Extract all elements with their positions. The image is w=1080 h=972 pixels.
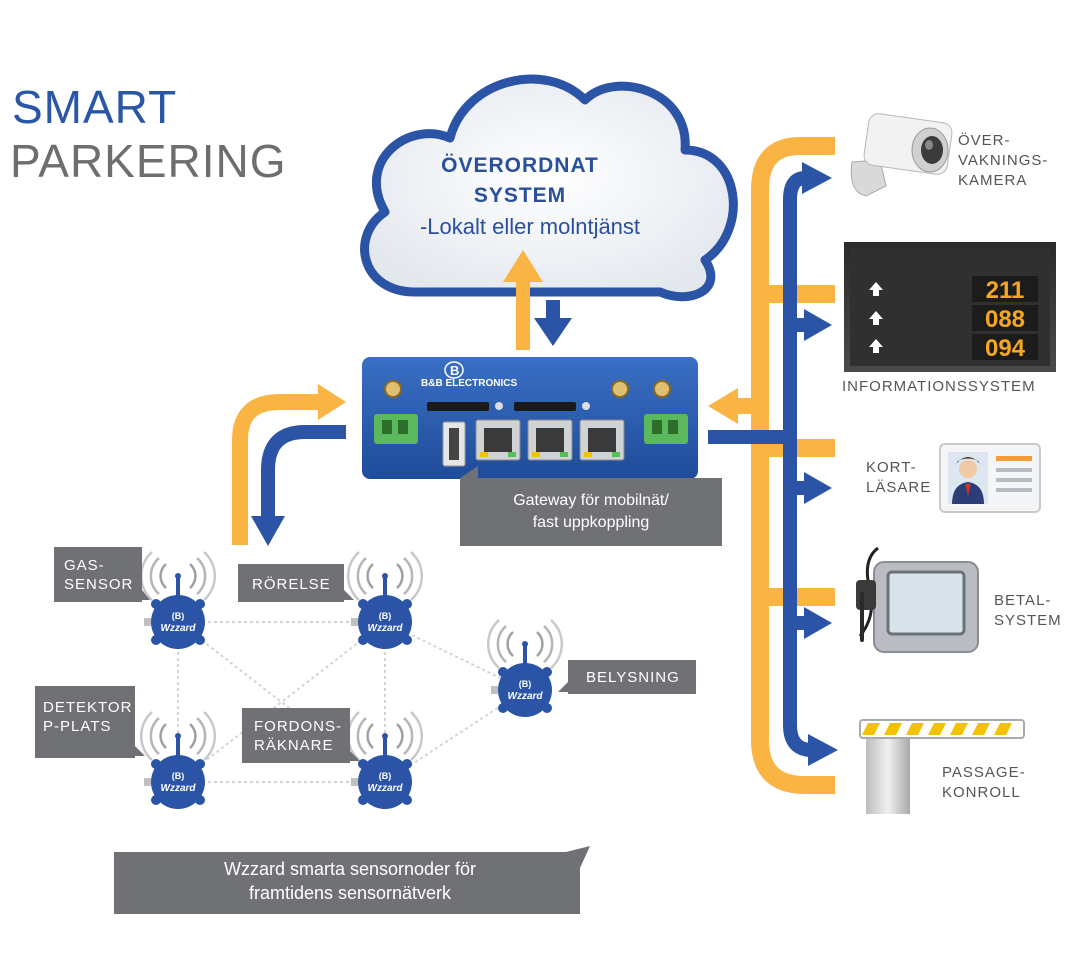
- gateway-label-pointer: [460, 466, 478, 478]
- card-reader-label: KORT- LÄSARE: [866, 458, 931, 498]
- gateway-label-line2: fast uppkoppling: [533, 514, 650, 531]
- footer-caption: Wzzard smarta sensornoder för framtidens…: [120, 857, 580, 905]
- page-title-line2: PARKERING: [10, 135, 287, 187]
- info-display-icon: [844, 242, 1056, 372]
- footer-box: [114, 846, 590, 914]
- left-downlink-arrow: [251, 425, 346, 546]
- cloud-downlink-arrow: [534, 300, 572, 346]
- barrier-label: PASSAGE- KONROLL: [942, 763, 1026, 803]
- card-reader-label-line1: KORT-: [866, 459, 917, 476]
- id-card-icon: [939, 443, 1041, 513]
- info-system-label: INFORMATIONSSYSTEM: [842, 378, 1036, 395]
- payment-label: BETAL- SYSTEM: [994, 591, 1062, 631]
- gateway-label-box: [460, 478, 722, 546]
- vehicle-counter-label-line1: FORDONS-: [254, 718, 342, 735]
- camera-label: ÖVER- VAKNINGS- KAMERA: [958, 131, 1048, 191]
- info-display-value-2: 088: [985, 306, 1025, 333]
- info-display-value-3: 094: [985, 335, 1026, 362]
- sensor-node-motion: [346, 550, 424, 651]
- payment-label-line1: BETAL-: [994, 592, 1052, 609]
- detector-label-line2: P-PLATS: [43, 718, 112, 735]
- info-display-value-1: 211: [986, 277, 1025, 304]
- gas-sensor-label: GAS- SENSOR: [64, 556, 133, 594]
- vehicle-counter-label-line2: RÄKNARE: [254, 737, 334, 754]
- gas-sensor-label-line1: GAS-: [64, 557, 105, 574]
- footer-caption-line2: framtidens sensornätverk: [248, 883, 452, 903]
- footer-caption-line1: Wzzard smarta sensornoder för: [223, 859, 477, 879]
- vehicle-counter-label: FORDONS- RÄKNARE: [254, 717, 342, 755]
- detector-label-line1: DETEKTOR: [43, 699, 133, 716]
- gateway-logo-icon: B: [444, 361, 464, 379]
- card-reader-label-line2: LÄSARE: [866, 479, 932, 496]
- barrier-label-line2: KONROLL: [942, 784, 1021, 801]
- cloud-subtitle: -Lokalt eller molntjänst: [419, 214, 641, 239]
- gateway-logo-text: B: [450, 363, 459, 378]
- cloud-title-line1: ÖVERORDNAT: [441, 154, 599, 177]
- gateway-inbound-arrow: [708, 388, 765, 424]
- gas-sensor-label-line2: SENSOR: [64, 576, 134, 593]
- barrier-gate-icon: [859, 719, 1025, 814]
- left-uplink-arrow: [232, 384, 346, 545]
- motion-sensor-label: RÖRELSE: [252, 576, 331, 593]
- payment-label-line2: SYSTEM: [994, 612, 1062, 629]
- gateway-brand: B&B ELECTRONICS: [421, 378, 517, 389]
- lighting-label: BELYSNING: [586, 669, 680, 686]
- cloud-uplink-arrow: [503, 250, 543, 350]
- camera-label-line3: KAMERA: [958, 172, 1028, 189]
- barrier-label-line1: PASSAGE-: [942, 764, 1026, 781]
- cloud-title-line2: SYSTEM: [473, 184, 567, 207]
- detector-label: DETEKTOR P-PLATS: [43, 698, 132, 736]
- gateway-device: [362, 357, 698, 479]
- right-bus-arrowheads: [802, 162, 838, 766]
- cloud-shape: [360, 74, 738, 302]
- sensor-node-gas: [139, 550, 217, 651]
- camera-label-line1: ÖVER-: [958, 132, 1011, 149]
- sensor-node-lighting: [486, 618, 564, 719]
- right-bus-orange: [751, 137, 835, 794]
- camera-label-line2: VAKNINGS-: [958, 152, 1049, 169]
- page-title-line1: SMART: [12, 81, 178, 133]
- payment-terminal-icon: [856, 546, 979, 653]
- camera-icon: [850, 113, 953, 197]
- gateway-label-line1: Gateway för mobilnät/: [513, 492, 669, 509]
- sensor-label-boxes: [35, 547, 696, 763]
